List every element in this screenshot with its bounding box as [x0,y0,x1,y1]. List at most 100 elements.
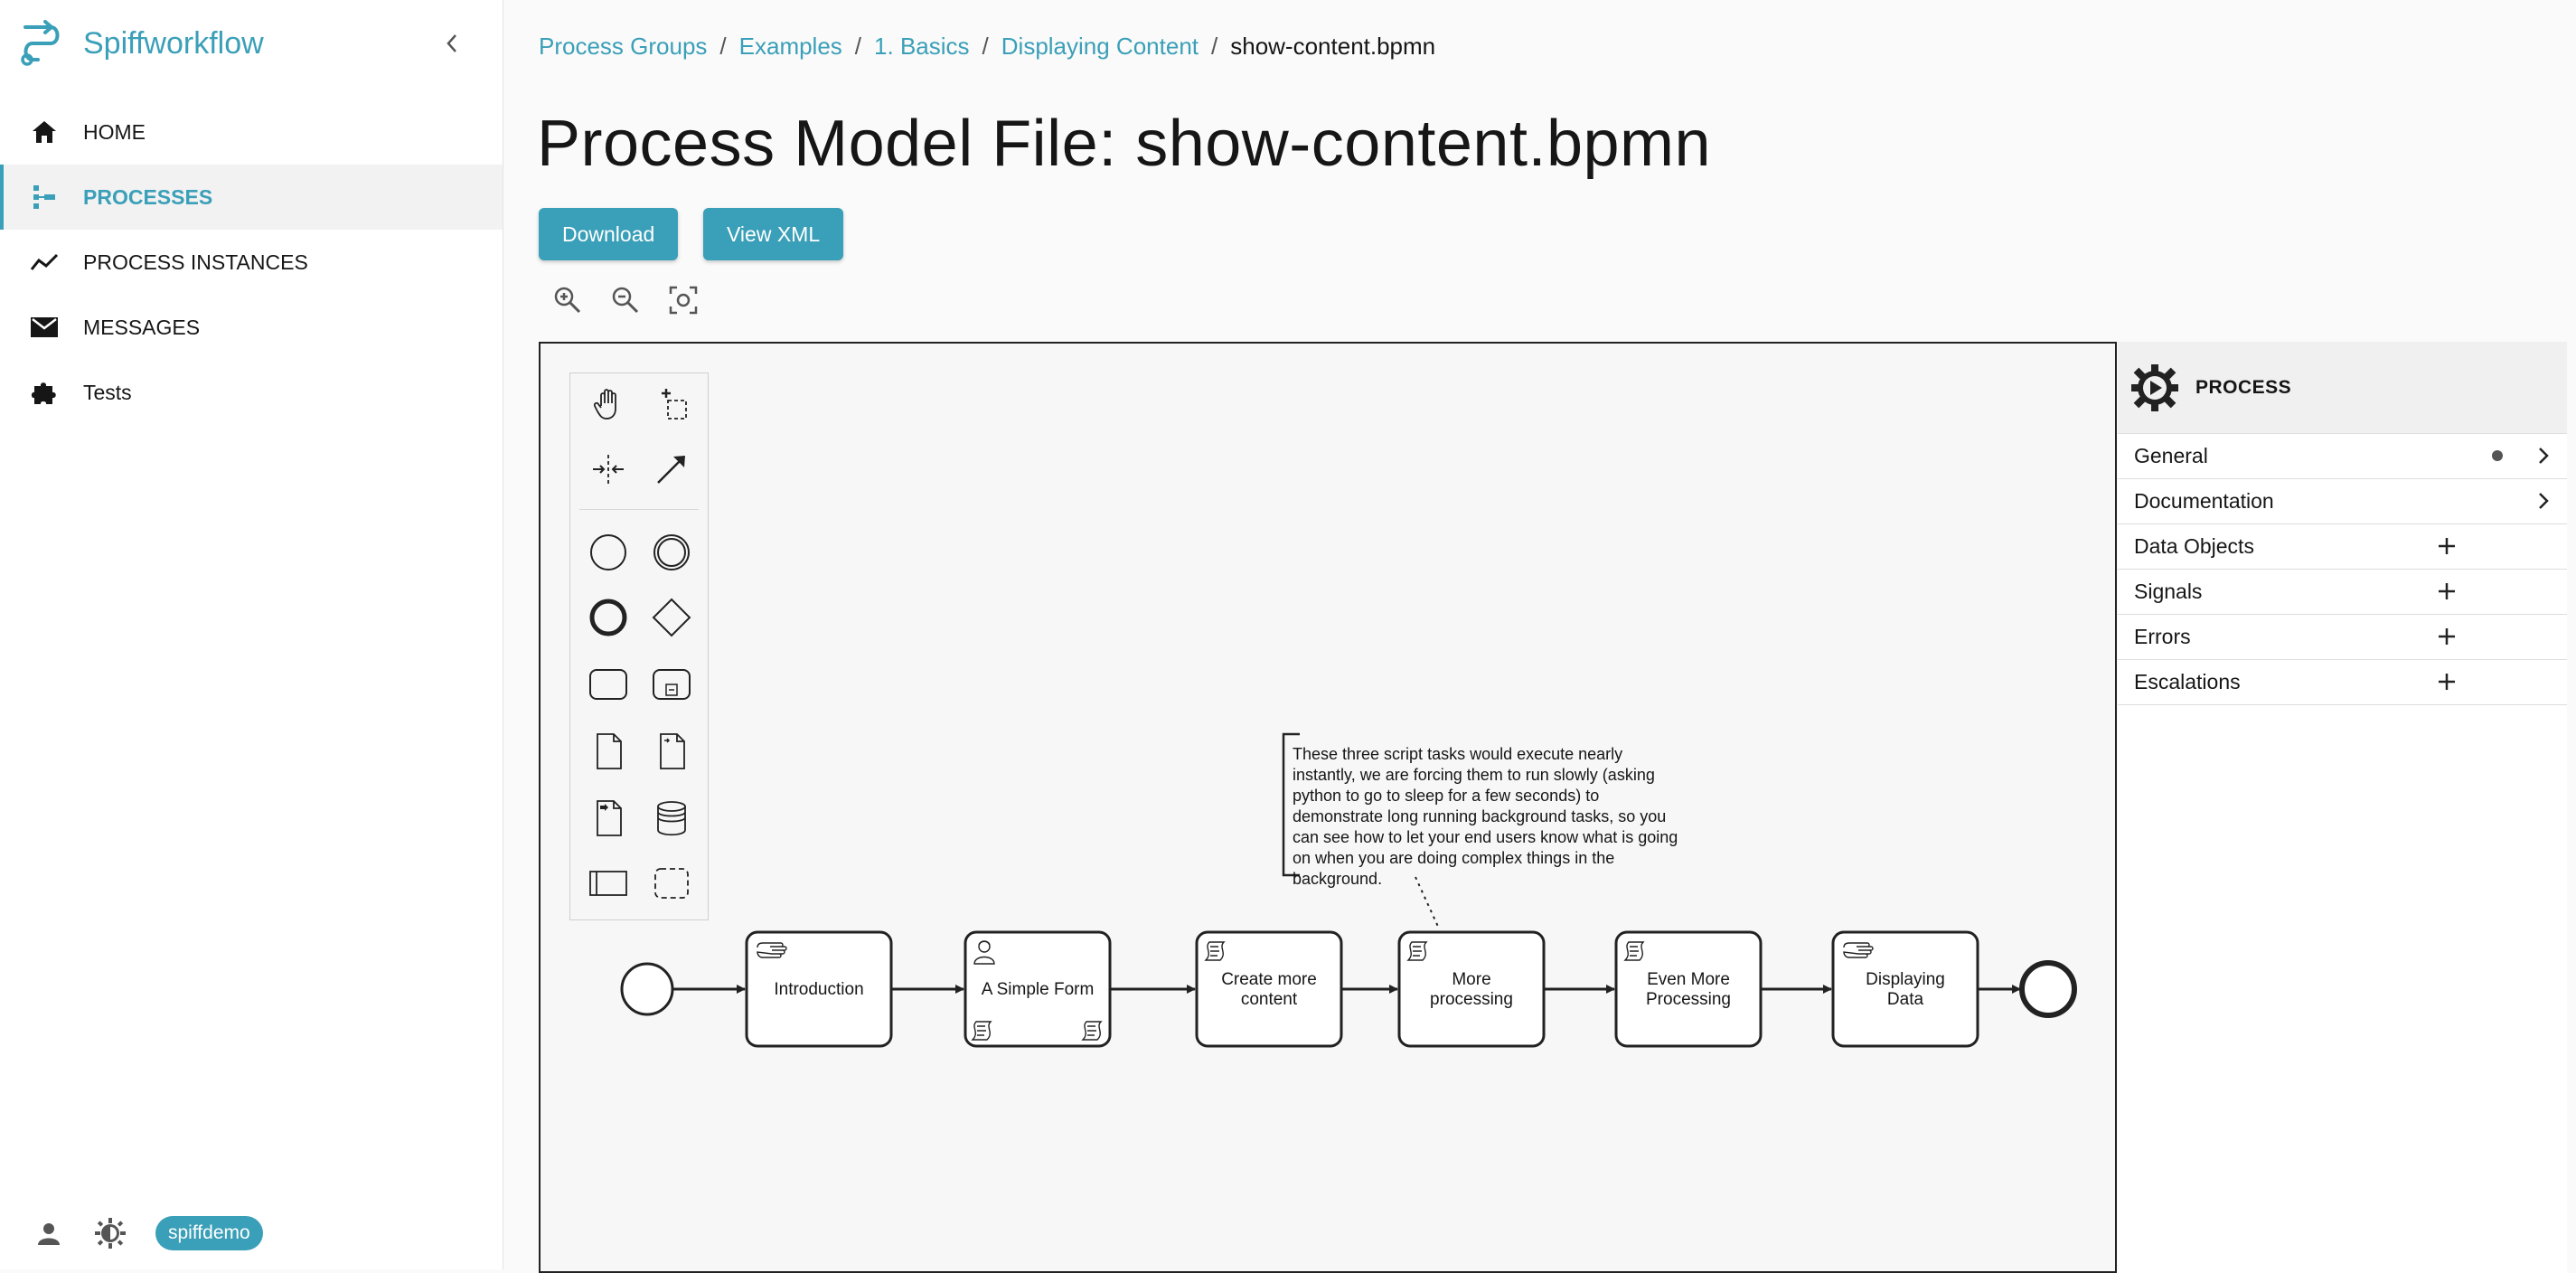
user-icon[interactable] [33,1217,65,1249]
breadcrumb-link-process-groups[interactable]: Process Groups [539,33,708,60]
start-event[interactable] [620,962,674,1016]
nav-label: MESSAGES [83,315,201,339]
manual-task-icon [1843,942,1874,958]
zoom-out-icon[interactable] [607,282,644,318]
script-task-icon [1406,941,1428,961]
sidebar-footer: spiffdemo [33,1216,263,1250]
nav-item-tests[interactable]: Tests [0,360,503,425]
pool-icon[interactable] [585,860,632,907]
task-label: processing [1430,990,1513,1009]
breadcrumb-link-basics[interactable]: 1. Basics [874,33,970,60]
global-connect-tool-icon[interactable] [648,446,695,493]
subprocess-icon[interactable] [648,661,695,708]
end-event[interactable] [2019,960,2077,1018]
main-nav: HOME PROCESSES PROCESS INSTANCES MESSAGE… [0,99,503,425]
task-displaying-data[interactable]: Displaying Data [1831,930,1979,1048]
space-tool-icon[interactable] [585,446,632,493]
script-task-icon [1204,941,1226,961]
group-label: Escalations [2134,670,2241,693]
collapse-sidebar-button[interactable] [438,25,465,61]
task-label: More [1452,970,1490,989]
svg-text:background.: background. [1293,870,1382,888]
bpmn-canvas[interactable]: Introduction A Simple Form Create more c… [539,342,2117,1273]
chevron-right-icon[interactable] [2537,446,2550,466]
tool-palette [569,372,709,920]
bpmn-diagram: Introduction A Simple Form Create more c… [620,732,2077,1048]
start-event-icon[interactable] [585,529,632,576]
breadcrumb-separator: / [1211,33,1218,60]
add-icon[interactable] [2437,627,2457,646]
download-button[interactable]: Download [539,208,679,260]
text-annotation[interactable]: These three script tasks would execute n… [1282,732,1678,929]
nav-label: Tests [83,380,132,404]
script-marker-icon [971,1021,992,1041]
data-output-icon[interactable] [585,795,632,842]
task-a-simple-form[interactable]: A Simple Form [964,930,1112,1048]
puzzle-icon [29,377,60,408]
brand[interactable]: Spiffworkflow [20,16,264,71]
nav-label: PROCESSES [83,184,213,209]
processes-icon [29,182,60,212]
page-title: Process Model File: show-content.bpmn [537,108,1712,180]
zoom-toolbar [550,282,723,318]
nav-item-processes[interactable]: PROCESSES [0,165,503,230]
svg-text:can see how to let your end us: can see how to let your end users know w… [1293,828,1678,846]
properties-group-general[interactable]: General [2118,434,2567,479]
nav-item-home[interactable]: HOME [0,99,503,165]
fit-to-view-icon[interactable] [665,282,701,318]
chevron-right-icon[interactable] [2537,491,2550,511]
view-xml-button[interactable]: View XML [703,208,844,260]
task-even-more-processing[interactable]: Even More Processing [1614,930,1763,1048]
add-icon[interactable] [2437,672,2457,692]
zoom-in-icon[interactable] [550,282,586,318]
nav-label: HOME [83,119,146,144]
theme-toggle-icon[interactable] [94,1217,127,1249]
add-icon[interactable] [2437,536,2457,556]
add-icon[interactable] [2437,581,2457,601]
task-label: A Simple Form [982,980,1095,999]
data-input-icon[interactable] [648,728,695,775]
properties-group-signals[interactable]: Signals [2118,570,2567,615]
nav-label: PROCESS INSTANCES [83,250,308,274]
svg-text:demonstrate long running backg: demonstrate long running background task… [1293,807,1666,825]
task-more-processing[interactable]: More processing [1397,930,1546,1048]
task-label: Processing [1646,990,1731,1009]
properties-title: PROCESS [2195,376,2292,398]
group-label: General [2134,444,2208,467]
task-label: Even More [1647,970,1730,989]
user-badge[interactable]: spiffdemo [155,1216,263,1250]
gateway-icon[interactable] [648,594,695,641]
data-object-icon[interactable] [585,728,632,775]
svg-text:on when you are doing complex: on when you are doing complex things in … [1293,849,1614,867]
properties-group-escalations[interactable]: Escalations [2118,660,2567,705]
nav-item-messages[interactable]: MESSAGES [0,295,503,360]
breadcrumb-separator: / [982,33,989,60]
user-task-icon [973,940,995,965]
script-task-icon [1623,941,1645,961]
association-line [1415,876,1440,929]
properties-group-errors[interactable]: Errors [2118,615,2567,660]
has-entries-dot-icon [2491,449,2504,462]
properties-group-data-objects[interactable]: Data Objects [2118,524,2567,570]
task-icon[interactable] [585,661,632,708]
intermediate-event-icon[interactable] [648,529,695,576]
home-icon [29,117,60,147]
end-event-icon[interactable] [585,594,632,641]
task-introduction[interactable]: Introduction [745,930,893,1048]
envelope-icon [29,312,60,343]
group-label: Data Objects [2134,534,2254,558]
manual-task-icon [757,942,787,958]
properties-group-documentation[interactable]: Documentation [2118,479,2567,524]
nav-item-process-instances[interactable]: PROCESS INSTANCES [0,230,503,295]
lasso-tool-icon[interactable] [648,381,695,428]
group-icon[interactable] [648,860,695,907]
hand-tool-icon[interactable] [585,381,632,428]
breadcrumb-link-examples[interactable]: Examples [738,33,842,60]
task-create-more-content[interactable]: Create more content [1195,930,1343,1048]
breadcrumb-link-displaying-content[interactable]: Displaying Content [1001,33,1199,60]
data-store-icon[interactable] [648,795,695,842]
trend-line-icon [29,247,60,278]
sidebar: Spiffworkflow HOME PROCESSES PROCESS INS… [0,0,503,1269]
spiffworkflow-logo-icon [21,20,60,66]
breadcrumb-separator: / [854,33,862,60]
